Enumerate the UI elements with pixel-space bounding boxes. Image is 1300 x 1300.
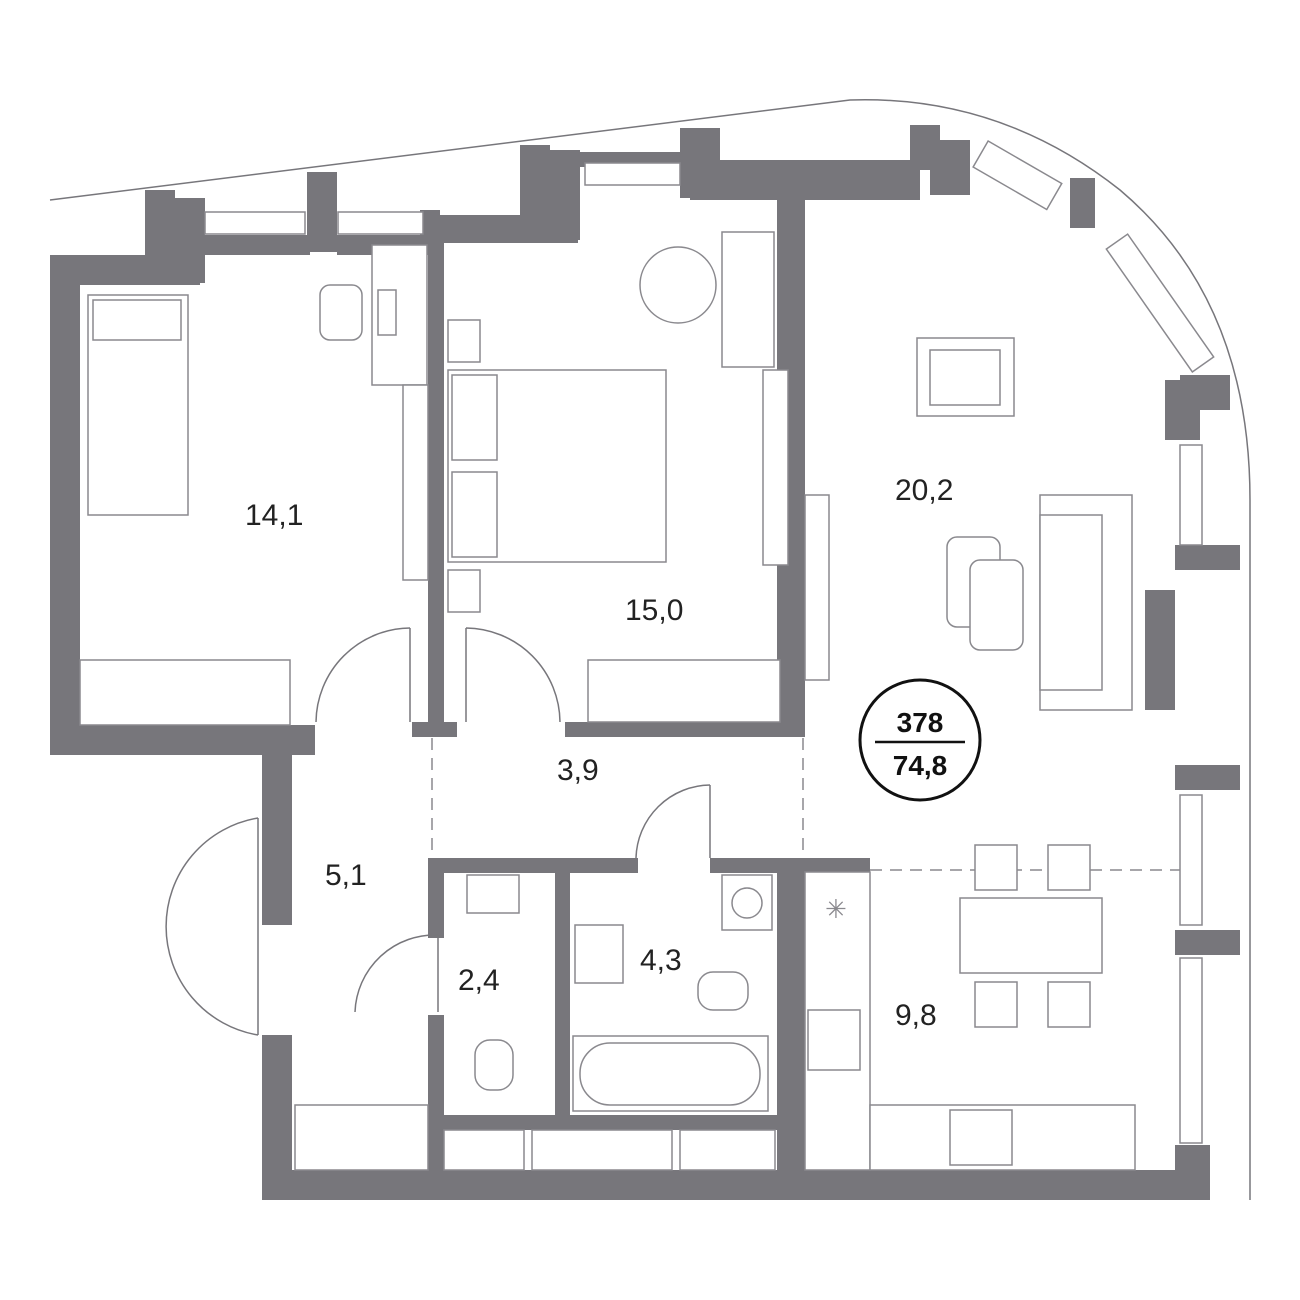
sink (807, 1009, 861, 1071)
wardrobe (294, 1104, 429, 1171)
wardrobe (402, 384, 429, 581)
bath-sink (574, 924, 624, 984)
radiator (587, 659, 781, 723)
wc-toilet (474, 1039, 514, 1091)
wc-sink (466, 874, 520, 914)
terrace-outline (49, 99, 1251, 1200)
chair (974, 981, 1018, 1028)
apartment-number: 378 (897, 707, 944, 738)
bathroom-furniture (466, 874, 773, 1112)
windows (204, 139, 1215, 1144)
armchair-icon (639, 246, 717, 324)
dining-table (959, 897, 1103, 974)
chair (974, 844, 1018, 891)
room-area-hall: 5,1 (325, 859, 367, 892)
chair (1047, 844, 1091, 891)
zone-borders (431, 738, 1180, 871)
nightstand (447, 569, 481, 613)
fridge-icon: ✳ (825, 895, 847, 925)
room-area-corridor: 3,9 (557, 754, 599, 787)
bedroom-1-furniture (79, 244, 429, 726)
dresser (721, 231, 775, 368)
hall-storage (294, 1104, 776, 1171)
walls (50, 125, 1240, 1200)
cooktop-icon (949, 1109, 1013, 1166)
nightstand (447, 319, 481, 363)
room-area-kitchen: 9,8 (895, 999, 937, 1032)
toilet (697, 971, 749, 1011)
total-area: 74,8 (893, 750, 948, 781)
room-area-bathroom: 4,3 (640, 944, 682, 977)
tv-unit (804, 494, 830, 681)
room-area-living-room: 20,2 (895, 474, 953, 507)
kitchen-furniture: ✳ (804, 844, 1136, 1171)
apartment-badge: 378 74,8 (858, 678, 982, 802)
living-room-furniture (916, 337, 1133, 711)
wardrobe (762, 369, 789, 566)
room-labels: 14,1 15,0 20,2 3,9 5,1 2,4 4,3 9,8 (245, 474, 953, 1032)
chair (1047, 981, 1091, 1028)
room-area-bedroom-1: 14,1 (245, 499, 303, 532)
keyboard-icon (377, 289, 397, 336)
chair-icon (319, 284, 363, 341)
room-area-bedroom-2: 15,0 (625, 594, 683, 627)
bedroom-2-furniture (447, 231, 830, 723)
doors (165, 627, 711, 1036)
room-area-wc: 2,4 (458, 964, 500, 997)
radiator (79, 659, 291, 726)
